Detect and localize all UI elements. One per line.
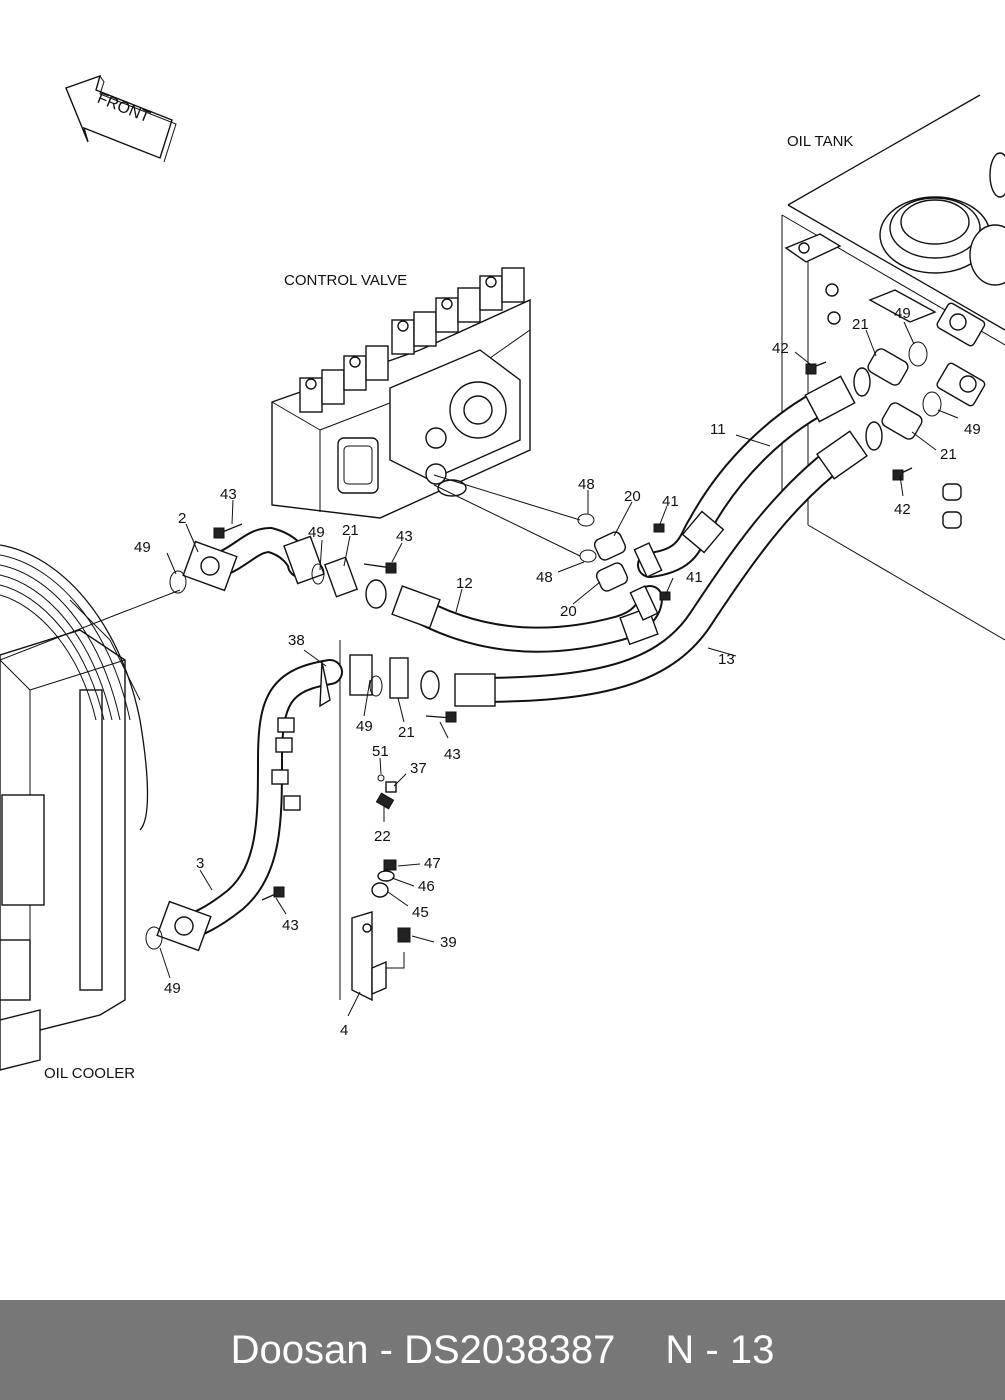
callout-21: 21	[342, 522, 359, 539]
fan	[0, 544, 149, 831]
callout-37: 37	[410, 760, 427, 777]
callout-48: 48	[536, 569, 553, 586]
callout-48: 48	[578, 476, 595, 493]
leader-lines	[0, 321, 959, 1017]
callout-12: 12	[456, 575, 473, 592]
control-valve: CONTROL VALVE	[271, 267, 531, 519]
callout-51: 51	[372, 743, 389, 760]
callout-46: 46	[418, 878, 435, 895]
bolts	[213, 361, 913, 1002]
callout-43: 43	[282, 917, 299, 934]
hose-13	[454, 430, 868, 707]
callout-41: 41	[662, 493, 679, 510]
parts-diagram: FRONT OIL TANK	[0, 74, 1005, 1082]
callout-49: 49	[308, 524, 325, 541]
callout-41: 41	[686, 569, 703, 586]
callout-2: 2	[178, 510, 186, 527]
callout-43: 43	[444, 746, 461, 763]
valve-sections	[299, 267, 525, 413]
callout-3: 3	[196, 855, 204, 872]
control-valve-label: CONTROL VALVE	[284, 272, 407, 289]
callout-43: 43	[396, 528, 413, 545]
oil-tank-label: OIL TANK	[787, 133, 853, 150]
callout-4: 4	[340, 1022, 348, 1039]
oil-tank: OIL TANK	[781, 94, 1005, 641]
footer-page-number: N - 13	[665, 1327, 775, 1372]
callouts: 2 43 49 49 21 43 12 48 20 41 48 41 20 11…	[134, 305, 981, 1039]
callout-42: 42	[894, 501, 911, 518]
callout-39: 39	[440, 934, 457, 951]
callout-20: 20	[624, 488, 641, 505]
footer-bar: Doosan - DS2038387 N - 13	[0, 1300, 1005, 1400]
callout-47: 47	[424, 855, 441, 872]
pipe-3	[156, 659, 343, 952]
callout-49: 49	[164, 980, 181, 997]
hose-11	[637, 375, 856, 578]
callout-43: 43	[220, 486, 237, 503]
flanges	[145, 341, 942, 950]
front-arrow: FRONT	[65, 74, 177, 163]
callout-13: 13	[718, 651, 735, 668]
callout-38: 38	[288, 632, 305, 649]
pipe-2	[182, 526, 313, 592]
callout-42: 42	[772, 340, 789, 357]
callout-11: 11	[710, 421, 726, 438]
callout-21: 21	[398, 724, 415, 741]
callout-49: 49	[894, 305, 911, 322]
oil-cooler-label: OIL COOLER	[44, 1065, 135, 1082]
callout-20: 20	[560, 603, 577, 620]
hose-12	[391, 585, 663, 653]
callout-21: 21	[852, 316, 869, 333]
callout-49: 49	[134, 539, 151, 556]
callout-45: 45	[412, 904, 429, 921]
callout-49: 49	[964, 421, 981, 438]
footer-part-number: Doosan - DS2038387	[230, 1327, 616, 1372]
oil-cooler: OIL COOLER	[0, 544, 149, 1082]
callout-49: 49	[356, 718, 373, 735]
callout-21: 21	[940, 446, 957, 463]
callout-22: 22	[374, 828, 391, 845]
